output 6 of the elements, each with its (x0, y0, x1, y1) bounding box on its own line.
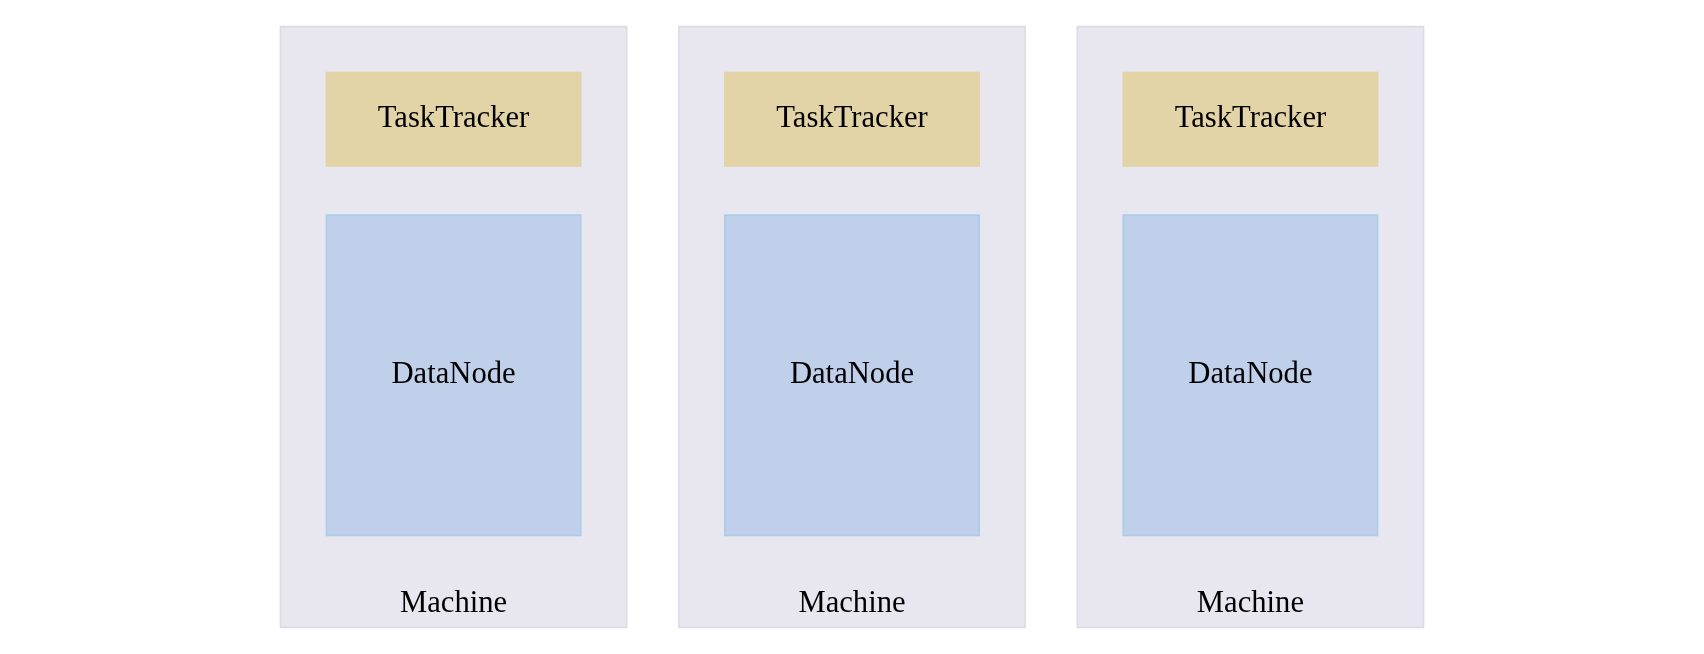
node-box: TaskTracker (1122, 71, 1379, 167)
node-box: DataNode (1122, 214, 1379, 537)
node-box: TaskTracker (724, 71, 980, 167)
node-box: DataNode (325, 214, 582, 537)
node-box: DataNode (724, 214, 980, 537)
node-box: TaskTracker (325, 71, 582, 167)
